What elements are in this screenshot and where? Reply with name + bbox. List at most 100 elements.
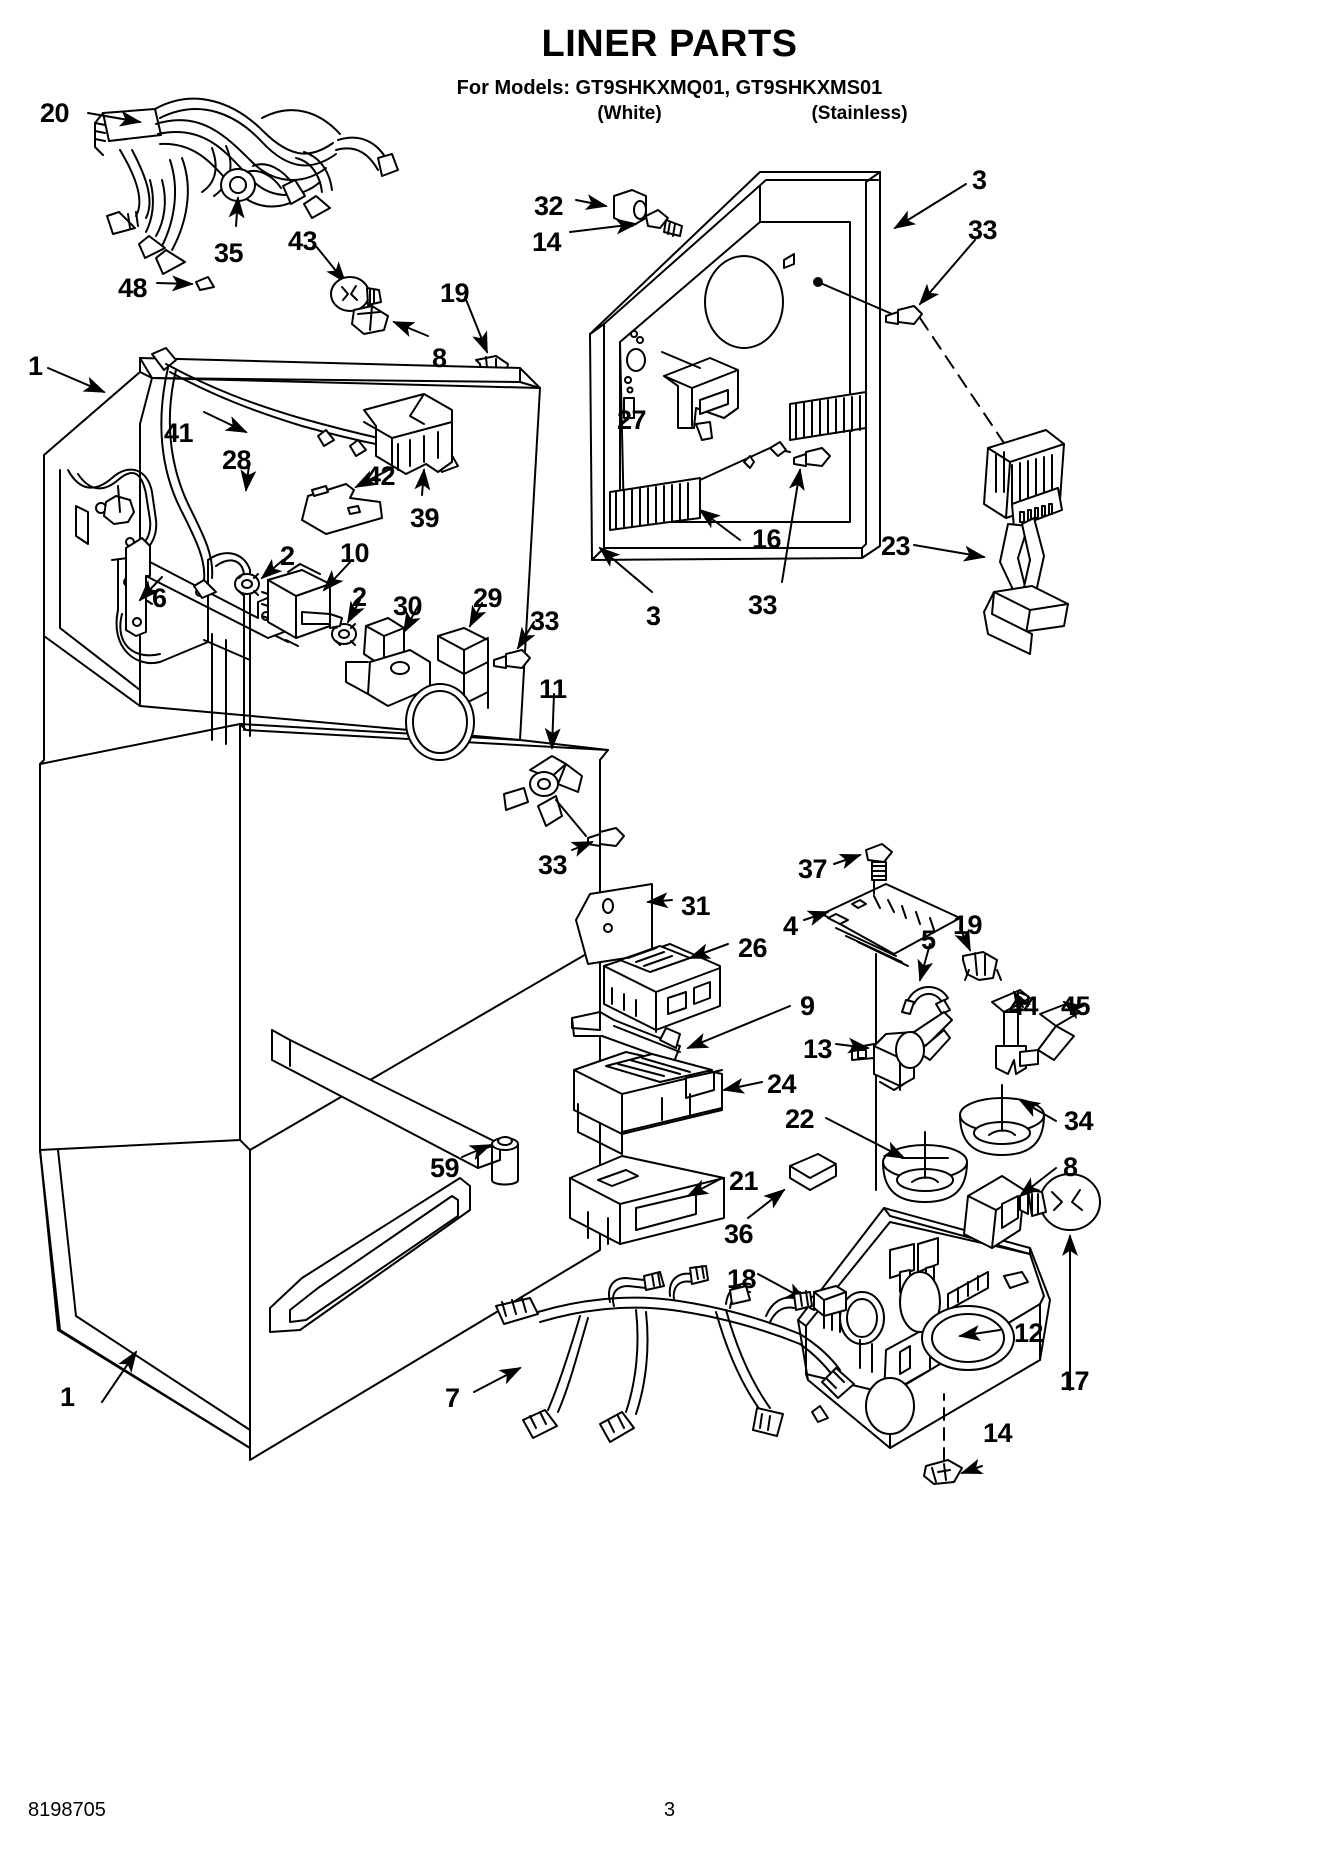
callout-number: 2 xyxy=(352,582,367,612)
part-14-screw-graphic xyxy=(645,209,683,237)
callout-number: 1 xyxy=(28,351,43,381)
callout-number: 27 xyxy=(617,405,647,435)
leader-36 xyxy=(747,1188,786,1219)
page-footer: 8198705 3 xyxy=(0,1799,1339,1821)
leader-24 xyxy=(722,1078,763,1094)
page-title: LINER PARTS xyxy=(541,23,798,65)
variant-stainless: (Stainless) xyxy=(811,102,908,124)
leader-39 xyxy=(414,468,431,496)
callout-number: 14 xyxy=(983,1418,1013,1448)
callout-number: 41 xyxy=(164,418,194,448)
callout-number: 6 xyxy=(152,583,167,613)
callout-number: 24 xyxy=(767,1069,797,1099)
callout-number: 33 xyxy=(530,606,560,636)
document-part-number: 8198705 xyxy=(28,1799,106,1821)
part-22-graphic xyxy=(882,1131,968,1203)
rear-panel-graphic xyxy=(589,171,907,561)
leader-19b xyxy=(954,927,971,952)
page-header: LINER PARTS For Models: GT9SHKXMQ01, GT9… xyxy=(0,23,1339,129)
part-36-graphic xyxy=(789,1153,837,1191)
callout-number: 9 xyxy=(800,991,815,1021)
callout-number: 39 xyxy=(410,503,440,533)
callout-number: 28 xyxy=(222,445,252,475)
part-11-fan-graphic xyxy=(503,755,583,827)
callout-number: 23 xyxy=(881,531,911,561)
part-59-graphic xyxy=(491,1136,519,1186)
callout-number: 45 xyxy=(1061,991,1091,1021)
leader-10 xyxy=(322,559,353,592)
leader-33a xyxy=(516,621,536,650)
socket-8-graphic xyxy=(351,305,389,335)
part-13-graphic xyxy=(851,1011,953,1091)
callout-number: 36 xyxy=(724,1219,754,1249)
leader-21 xyxy=(686,1177,723,1197)
page-number: 3 xyxy=(663,1799,676,1821)
part-5-graphic xyxy=(901,986,951,1015)
leader-11 xyxy=(544,693,561,750)
leader-28 xyxy=(240,464,257,492)
callout-number: 29 xyxy=(473,583,503,613)
part-24-graphic xyxy=(573,1051,723,1155)
leader-48 xyxy=(156,275,194,292)
liner-cabinet-graphic xyxy=(39,357,609,1461)
part-34-graphic xyxy=(959,1084,1045,1156)
leader-5 xyxy=(917,943,934,982)
callout-number: 20 xyxy=(40,98,70,128)
callout-number: 35 xyxy=(214,238,244,268)
leader-8b xyxy=(1018,1167,1057,1198)
callout-number: 12 xyxy=(1014,1318,1044,1348)
variant-white: (White) xyxy=(597,102,662,124)
leader-37 xyxy=(833,853,862,870)
callout-number: 2 xyxy=(280,541,295,571)
callout-number: 32 xyxy=(534,191,564,221)
part-14b-graphic xyxy=(923,1459,963,1485)
leader-22 xyxy=(825,1117,906,1159)
harness-7-graphic xyxy=(495,1265,855,1443)
leader-1-bottom xyxy=(101,1350,138,1403)
screw-33a-graphic xyxy=(493,649,531,669)
leader-30 xyxy=(403,605,421,634)
callout-number: 26 xyxy=(738,933,768,963)
callout-number: 18 xyxy=(727,1264,757,1294)
part-18-graphic xyxy=(809,1285,847,1319)
callout-number: 43 xyxy=(288,226,318,256)
leader-33c xyxy=(918,239,976,306)
callout-number: 21 xyxy=(729,1166,759,1196)
variant-row: (White) (Stainless) xyxy=(0,103,1339,129)
models-line: For Models: GT9SHKXMQ01, GT9SHKXMS01 xyxy=(456,76,883,99)
callout-number: 59 xyxy=(430,1153,460,1183)
leader-6 xyxy=(138,576,163,602)
part-37-screw-graphic xyxy=(865,843,893,881)
callout-number: 1 xyxy=(60,1382,75,1412)
callout-number: 19 xyxy=(953,910,983,940)
callout-number: 10 xyxy=(340,538,370,568)
harness-20-graphic xyxy=(94,97,399,275)
part-39-graphic xyxy=(363,393,453,475)
callout-number: 3 xyxy=(646,601,661,631)
leader-14b xyxy=(960,1458,984,1474)
callout-number: 44 xyxy=(1009,991,1039,1021)
leader-1-top xyxy=(47,367,106,393)
callout-number: 33 xyxy=(538,850,568,880)
leader-16 xyxy=(698,508,741,541)
part-10-graphic xyxy=(261,563,343,647)
callout-number: 33 xyxy=(748,590,778,620)
leader-2b xyxy=(347,599,365,624)
callout-number: 37 xyxy=(798,854,828,884)
callout-number: 7 xyxy=(445,1383,460,1413)
leader-32 xyxy=(575,194,608,210)
leader-12 xyxy=(958,1325,1001,1341)
callout-number: 4 xyxy=(783,911,798,941)
callout-number: 3 xyxy=(972,165,987,195)
callout-number: 8 xyxy=(1063,1152,1078,1182)
leader-2a xyxy=(260,558,284,580)
callout-number: 34 xyxy=(1064,1106,1094,1136)
callout-number: 14 xyxy=(532,227,562,257)
callout-number: 42 xyxy=(366,461,396,491)
callout-number: 30 xyxy=(393,591,423,621)
callout-number: 13 xyxy=(803,1034,833,1064)
part-30-graphic xyxy=(345,617,431,707)
part-23-graphic xyxy=(983,429,1069,655)
leader-45 xyxy=(1062,1000,1086,1020)
